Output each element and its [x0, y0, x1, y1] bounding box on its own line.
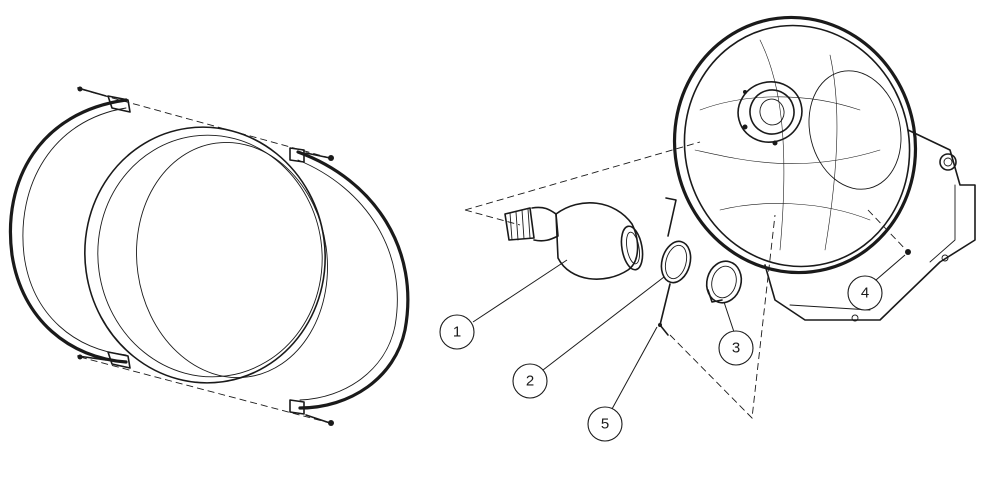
callout-2-label: 2	[526, 373, 534, 390]
screw-top-right	[305, 152, 334, 161]
callout-4-label: 4	[861, 285, 869, 302]
reflector-housing	[672, 15, 976, 322]
callout-3: 3	[718, 330, 754, 366]
callout-1-label: 1	[453, 324, 461, 341]
screw-bottom-right	[305, 414, 334, 426]
callout-5: 5	[587, 406, 623, 442]
spring-retainer	[658, 197, 692, 336]
callout-5-label: 5	[601, 416, 609, 433]
snap-ring	[705, 260, 743, 304]
screw-top-left	[77, 86, 107, 97]
screw-bottom-left	[77, 354, 107, 361]
callout-3-label: 3	[732, 340, 740, 357]
front-clamp-ring	[8, 95, 131, 369]
callout-4: 4	[847, 275, 883, 311]
lens-ring-assembly	[8, 86, 410, 426]
callout-2: 2	[512, 363, 548, 399]
rear-clamp-ring	[289, 147, 410, 415]
callout-1: 1	[439, 314, 475, 350]
lamp-bulb	[504, 202, 644, 280]
glass-lens	[84, 126, 328, 384]
